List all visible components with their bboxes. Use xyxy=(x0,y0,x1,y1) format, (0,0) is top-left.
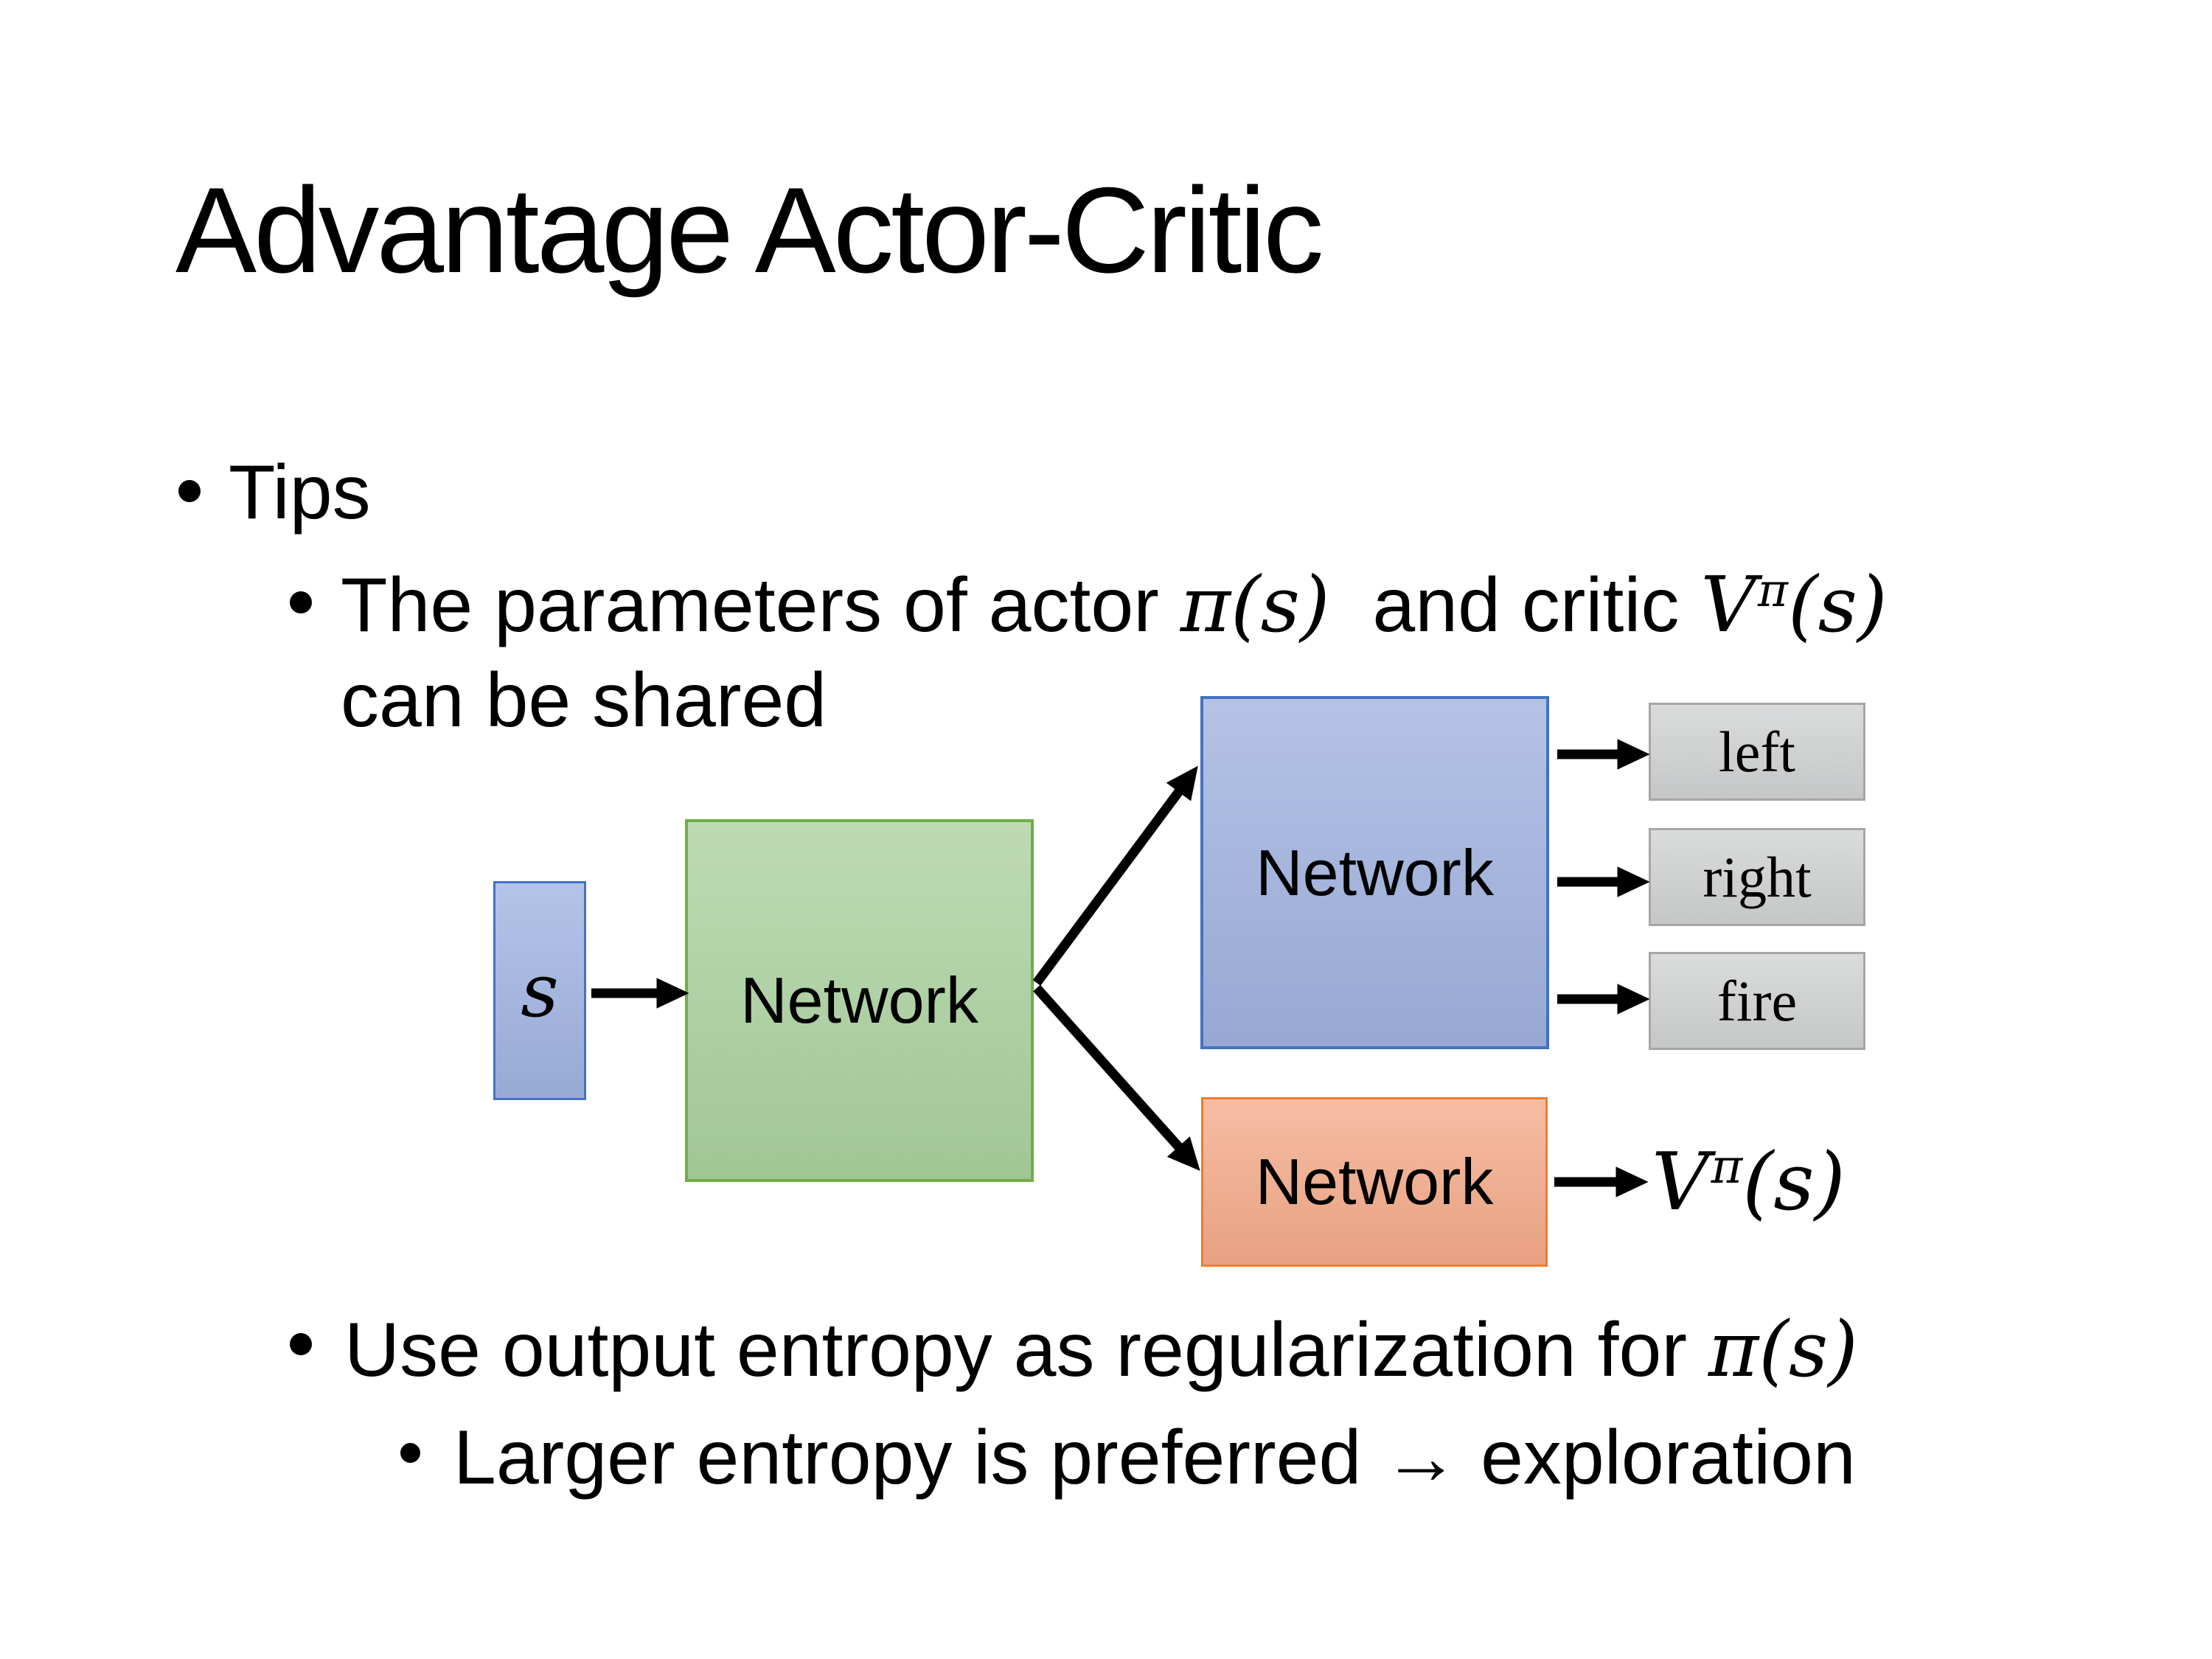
action-right-box: right xyxy=(1649,828,1865,926)
bullet-icon xyxy=(400,1443,420,1463)
action-fire-box: fire xyxy=(1649,952,1865,1050)
critic-network-box: Network xyxy=(1201,1097,1548,1267)
value-args: (s) xyxy=(1742,1136,1846,1228)
bullet-shared-parameters-line2: can be shared xyxy=(341,658,827,743)
state-input-box: s xyxy=(493,881,586,1100)
action-left-label: left xyxy=(1719,719,1795,784)
arrow-shared-to-actor xyxy=(1032,765,1198,986)
bullet-exploration: Larger entropy is preferred → exploratio… xyxy=(453,1415,1856,1500)
bullet-icon xyxy=(290,1333,312,1355)
policy-math: π(s) xyxy=(1708,1304,1858,1394)
critic-value-output: Vπ(s) xyxy=(1652,1134,1846,1242)
action-left-box: left xyxy=(1649,703,1865,801)
critic-network-label: Network xyxy=(1255,1145,1494,1218)
bullet-icon xyxy=(178,480,201,502)
state-label: s xyxy=(521,947,559,1034)
bullet-entropy-text: Use output entropy as regularization for xyxy=(344,1307,1708,1393)
value-superscript: π xyxy=(1711,1139,1743,1195)
actor-network-box: Network xyxy=(1200,696,1549,1049)
value-base: V xyxy=(1652,1136,1709,1228)
critic-value-args: (s) xyxy=(1788,560,1888,650)
page-title: Advantage Actor-Critic xyxy=(175,162,1324,298)
bullet-entropy-regularization: Use output entropy as regularization for… xyxy=(344,1301,1858,1398)
critic-value-math: V xyxy=(1700,560,1756,650)
actor-policy-math: π(s) xyxy=(1180,560,1330,650)
shared-network-box: Network xyxy=(685,819,1034,1182)
bullet-shared-text: and critic xyxy=(1329,563,1701,648)
bullet-shared-text: The parameters of actor xyxy=(341,563,1180,648)
action-fire-label: fire xyxy=(1717,968,1798,1033)
shared-network-label: Network xyxy=(740,964,978,1037)
bullet-tips: Tips xyxy=(229,450,371,535)
bullet-shared-parameters: The parameters of actor π(s) and critic … xyxy=(341,557,1888,664)
actor-network-label: Network xyxy=(1256,835,1494,909)
action-right-label: right xyxy=(1703,844,1812,909)
arrow-shared-to-critic xyxy=(1033,984,1200,1172)
bullet-icon xyxy=(290,591,312,613)
critic-value-superscript: π xyxy=(1758,563,1789,617)
